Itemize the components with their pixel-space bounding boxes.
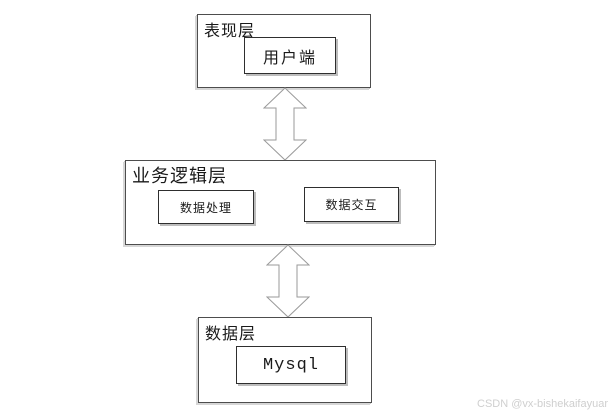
layer-data: 数据层 Mysql [198, 317, 372, 403]
component-client: 用户端 [244, 37, 336, 74]
layer-business-logic: 业务逻辑层 数据处理 数据交互 [125, 160, 436, 245]
double-arrow-business-data-icon [266, 244, 310, 318]
double-arrow-presentation-business-icon [263, 87, 307, 161]
layer-data-label: 数据层 [205, 326, 257, 343]
layer-presentation-label: 表现层 [204, 23, 256, 40]
component-data-processing-label: 数据处理 [179, 200, 232, 215]
layer-business-logic-label: 业务逻辑层 [132, 166, 227, 186]
component-mysql: Mysql [236, 346, 346, 384]
csdn-watermark: CSDN @vx-bishekaifayuar [477, 398, 608, 410]
component-mysql-label: Mysql [262, 355, 319, 375]
component-client-label: 用户端 [262, 49, 317, 67]
component-data-processing: 数据处理 [158, 190, 254, 224]
layer-presentation: 表现层 用户端 [197, 14, 371, 88]
component-data-interaction-label: 数据交互 [325, 198, 378, 212]
component-data-interaction: 数据交互 [304, 187, 399, 222]
